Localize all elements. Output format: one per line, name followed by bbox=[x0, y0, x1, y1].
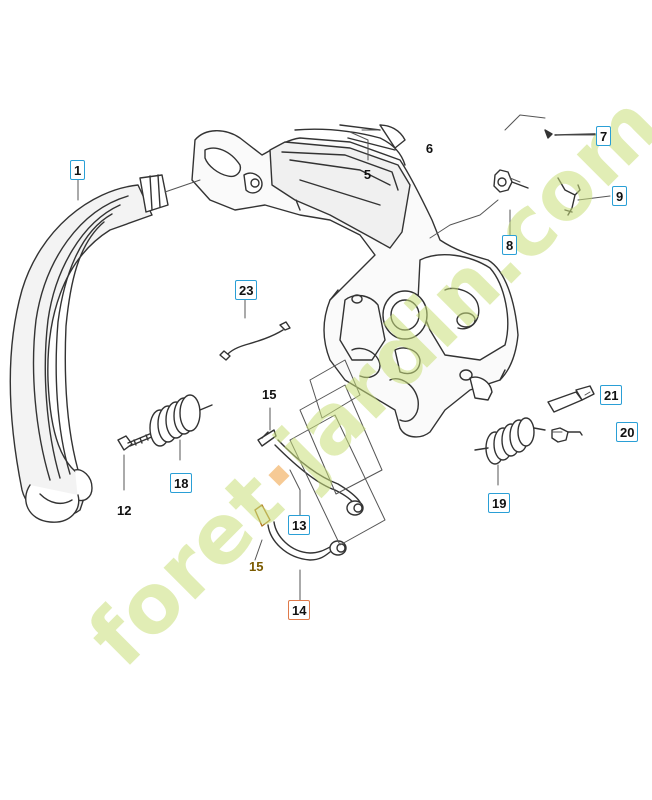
callout-6[interactable]: 6 bbox=[425, 140, 434, 156]
screw-part-12 bbox=[117, 432, 155, 451]
callout-20[interactable]: 20 bbox=[616, 422, 639, 442]
tank-housing-part bbox=[191, 124, 519, 438]
callout-9[interactable]: 9 bbox=[612, 186, 628, 206]
callout-15-lower[interactable]: 15 bbox=[249, 558, 264, 574]
clip-parts bbox=[493, 129, 596, 216]
callout-18[interactable]: 18 bbox=[170, 473, 193, 493]
spring-part-19 bbox=[474, 417, 546, 465]
callout-7[interactable]: 7 bbox=[596, 126, 612, 146]
screw-part-20 bbox=[551, 427, 583, 443]
callout-19[interactable]: 19 bbox=[488, 493, 511, 513]
callout-8[interactable]: 8 bbox=[502, 235, 518, 255]
callout-13[interactable]: 13 bbox=[288, 515, 311, 535]
wire-part bbox=[219, 321, 291, 361]
callout-5[interactable]: 5 bbox=[363, 166, 372, 182]
pin-part-21 bbox=[547, 385, 595, 413]
callout-15-upper[interactable]: 15 bbox=[262, 386, 277, 402]
callout-1[interactable]: 1 bbox=[70, 160, 86, 180]
callout-23[interactable]: 23 bbox=[235, 280, 258, 300]
callout-14[interactable]: 14 bbox=[288, 600, 311, 620]
hose-part-13 bbox=[257, 429, 364, 516]
callout-21[interactable]: 21 bbox=[600, 385, 623, 405]
front-handle-part bbox=[9, 174, 169, 523]
hose-part-14 bbox=[254, 504, 347, 561]
spring-part-18 bbox=[149, 394, 213, 447]
callout-12[interactable]: 12 bbox=[117, 502, 132, 518]
group-boxes bbox=[289, 359, 386, 546]
